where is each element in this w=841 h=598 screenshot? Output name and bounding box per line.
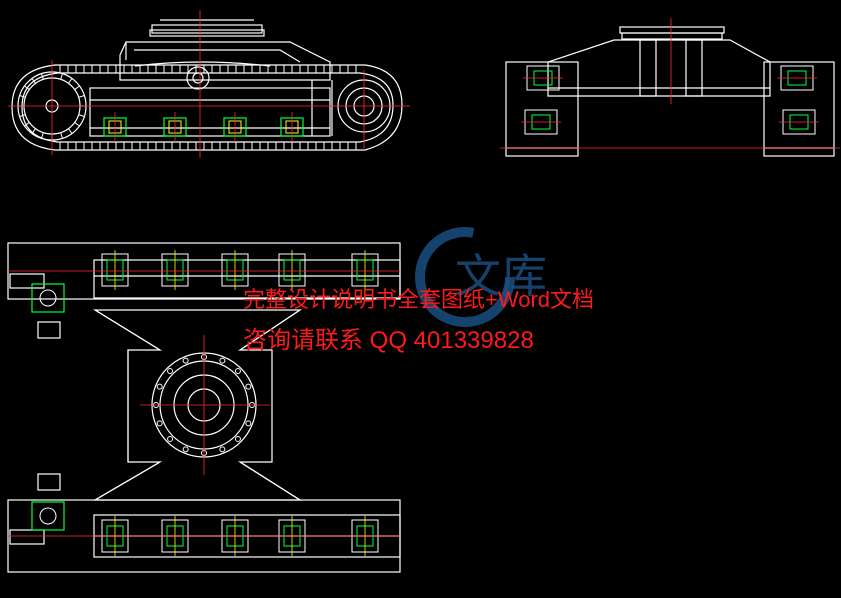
front-roller-4 — [280, 112, 304, 142]
watermark-logo: 文库 — [455, 249, 547, 303]
front-roller-2 — [163, 112, 187, 142]
plan-roller-1 — [101, 250, 129, 290]
front-rollers — [103, 112, 304, 142]
plan-sprocket-1 — [31, 283, 65, 313]
plan-roller-2 — [161, 250, 189, 290]
plan-roller-4 — [278, 250, 306, 290]
front-roller-3 — [223, 112, 247, 142]
watermark-line-2: 咨询请联系 QQ 401339828 — [243, 327, 534, 354]
plan-roller-5 — [351, 250, 379, 290]
track-teeth — [18, 65, 357, 150]
plan-centerlines — [8, 270, 400, 537]
watermark-logo-icon — [415, 227, 515, 327]
side-roller-3 — [777, 65, 817, 91]
front-roller-1 — [103, 112, 127, 142]
plan-roller-3 — [221, 250, 249, 290]
side-rollers — [521, 65, 819, 135]
side-centerlines — [500, 18, 840, 149]
watermark-line-1: 完整设计说明书全套图纸+Word文档 — [243, 287, 595, 312]
plan-sprocket-2 — [31, 501, 65, 531]
side-roller-1 — [523, 65, 563, 91]
side-roller-2 — [521, 109, 561, 135]
side-roller-4 — [779, 109, 819, 135]
front-centerlines — [8, 10, 410, 158]
